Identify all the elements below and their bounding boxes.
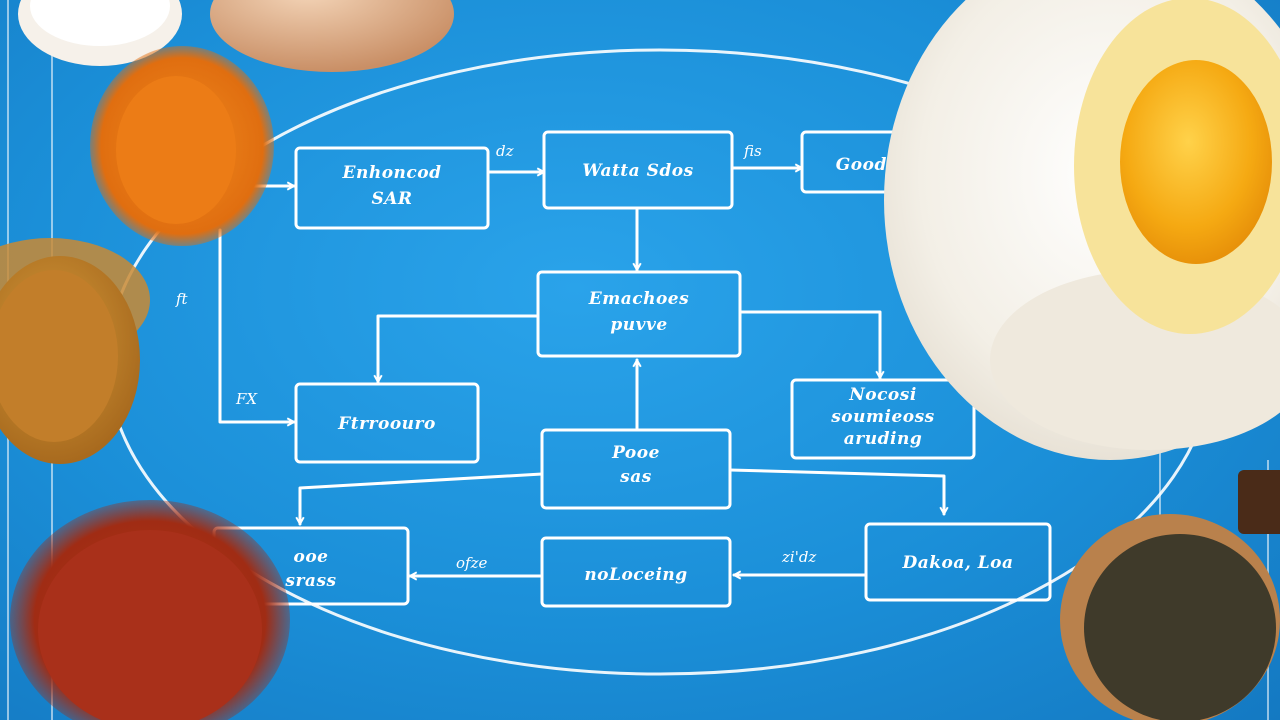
node-box: [542, 130, 734, 210]
node-label: noLoceing: [584, 565, 687, 585]
edge-label: ofze: [456, 554, 487, 572]
node-label: Watta Sdos: [582, 161, 693, 181]
edge-labels: dz fis ft FX ofze zi'dz: [175, 142, 816, 572]
node-ftrroouro: Ftrroouro: [294, 382, 480, 464]
node-label: SAR: [371, 189, 412, 209]
chocolate-piece-image: [1238, 470, 1280, 534]
node-label: Nocosi: [848, 385, 917, 405]
node-label: ooe: [294, 547, 329, 567]
node-box: [540, 536, 732, 608]
connector: [378, 314, 540, 384]
paprika-pile-image: [90, 46, 274, 246]
node-label: sas: [619, 467, 652, 487]
node-label: Ftrroouro: [337, 414, 436, 434]
edge-label: fis: [743, 142, 762, 160]
connectors: [218, 168, 944, 576]
node-emachoes-puvve: Emachoes puvve: [536, 270, 742, 358]
connector: [218, 228, 296, 422]
node-box: [536, 270, 742, 358]
dried-herbs-spoon-image: [1060, 514, 1280, 720]
node-label: Emachoes: [588, 289, 689, 309]
node-enhoncod-sar: Enhoncod SAR: [294, 146, 490, 230]
node-watta-sdos: Watta Sdos: [542, 130, 734, 210]
egg-yolk-image: [1074, 0, 1280, 334]
spice-spoon-image: [0, 238, 150, 464]
cracked-eggshell-image: [18, 0, 182, 66]
node-label: Enhoncod: [342, 163, 442, 183]
connector: [738, 310, 880, 380]
node-label: aruding: [844, 429, 922, 449]
node-box: [540, 428, 732, 510]
node-label: Pooe: [611, 443, 660, 463]
node-dakoa-loa: Dakoa, Loa: [864, 522, 1052, 602]
node-label: srass: [284, 571, 336, 591]
chili-powder-pile-image: [10, 500, 290, 720]
node-label: Dakoa, Loa: [901, 553, 1013, 573]
node-label: puvve: [610, 315, 667, 335]
node-pooe-sas: Pooe sas: [540, 428, 732, 510]
node-box: [294, 146, 490, 230]
node-box: [294, 382, 480, 464]
edge-label: FX: [235, 390, 258, 408]
whole-egg-image: [210, 0, 454, 72]
edge-label: zi'dz: [781, 548, 816, 566]
connector: [300, 472, 544, 526]
node-nolocemg: noLoceing: [540, 536, 732, 608]
edge-label: dz: [496, 142, 514, 160]
connector: [728, 468, 944, 516]
node-label: soumieoss: [830, 407, 935, 427]
node-nocosi-soumieoss-aruding: Nocosi soumieoss aruding: [790, 378, 976, 460]
node-box: [790, 378, 976, 460]
edge-label: ft: [175, 290, 189, 308]
node-box: [864, 522, 1052, 602]
